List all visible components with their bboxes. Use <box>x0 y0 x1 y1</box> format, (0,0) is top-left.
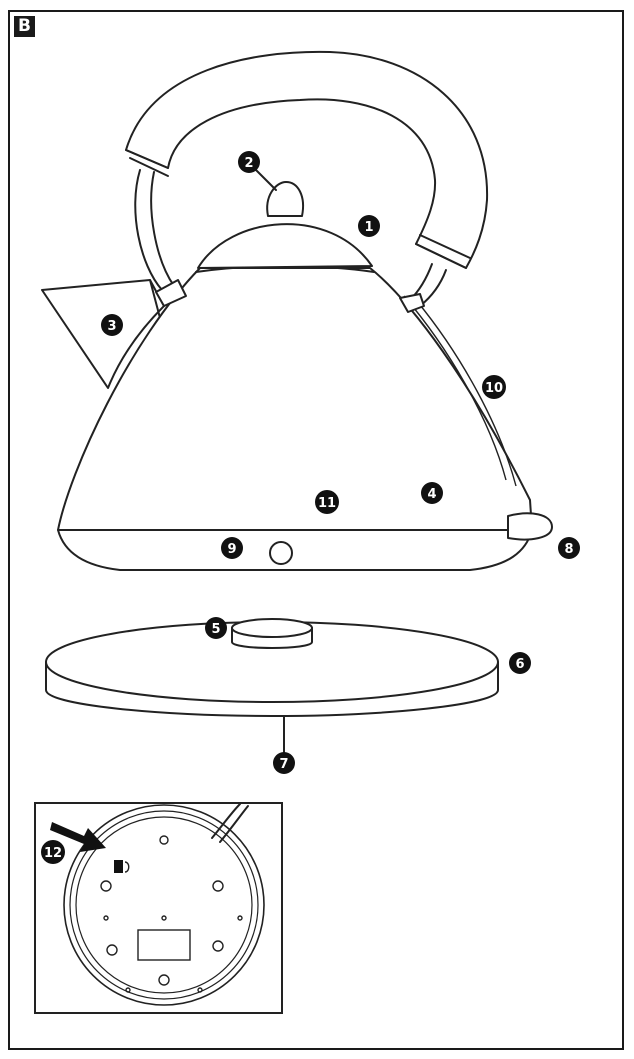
svg-text:7: 7 <box>279 757 288 772</box>
power-base <box>45 618 499 761</box>
kettle-lever <box>507 512 553 541</box>
svg-text:1: 1 <box>364 220 373 235</box>
callout-11: 11 <box>315 490 339 514</box>
callout-12: 12 <box>41 840 65 864</box>
svg-text:8: 8 <box>564 542 573 557</box>
svg-text:4: 4 <box>427 487 436 502</box>
callout-10: 10 <box>482 375 506 399</box>
svg-text:12: 12 <box>44 846 62 861</box>
svg-text:9: 9 <box>227 542 236 557</box>
callout-7: 7 <box>273 752 295 774</box>
callout-8: 8 <box>558 537 580 559</box>
callout-2: 2 <box>238 151 277 191</box>
base-underside-inset <box>34 802 283 1014</box>
svg-text:11: 11 <box>318 496 336 511</box>
figure-frame: B <box>8 10 624 1050</box>
svg-text:6: 6 <box>515 657 524 672</box>
kettle-base <box>57 529 533 571</box>
arrow-icon <box>50 822 106 852</box>
kettle-lid <box>197 223 373 269</box>
svg-text:5: 5 <box>211 622 220 637</box>
power-switch <box>269 541 293 565</box>
kettle-handle <box>125 50 489 307</box>
callout-6: 6 <box>509 652 531 674</box>
callout-9: 9 <box>221 537 243 559</box>
callout-5: 5 <box>205 617 227 639</box>
svg-text:3: 3 <box>107 319 116 334</box>
callout-1: 1 <box>358 215 380 237</box>
panel-label: B <box>14 16 35 37</box>
svg-text:2: 2 <box>244 156 253 171</box>
callout-4: 4 <box>421 482 443 504</box>
cord-storage-icon <box>114 860 123 873</box>
callout-3: 3 <box>101 314 123 336</box>
svg-text:10: 10 <box>485 381 503 396</box>
